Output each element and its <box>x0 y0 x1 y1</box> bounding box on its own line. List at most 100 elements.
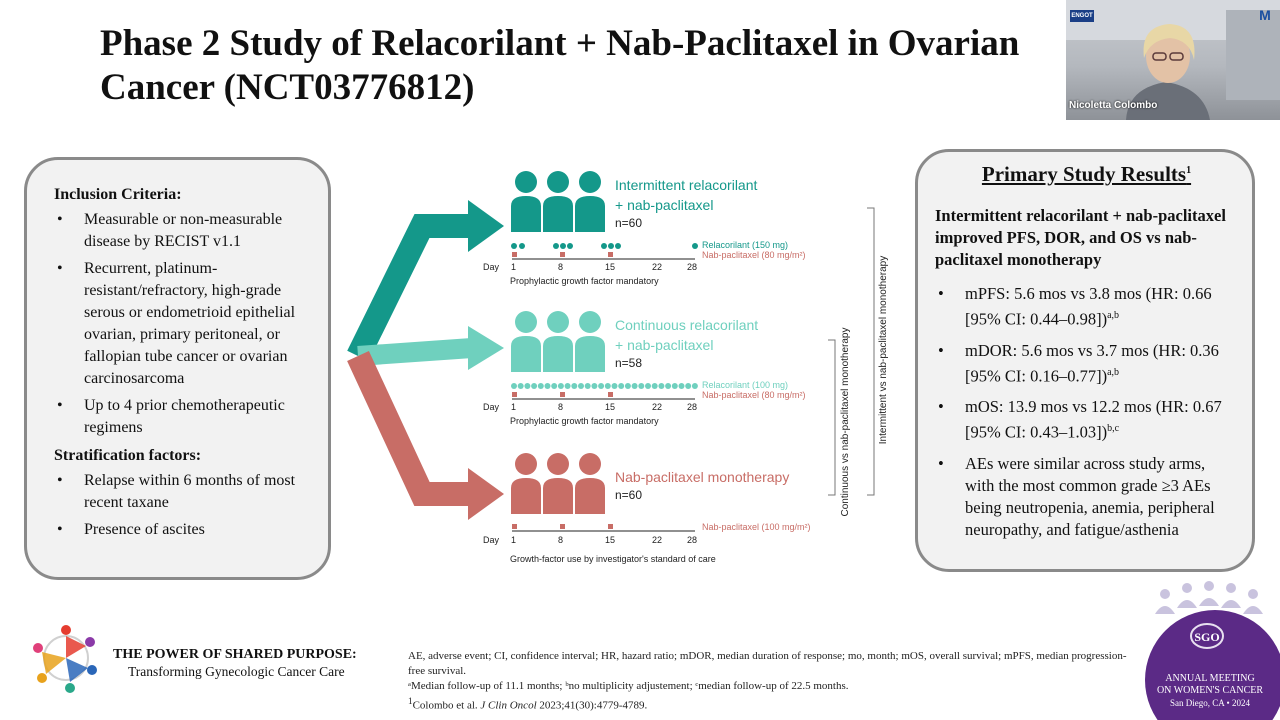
brand-tagline: THE POWER OF SHARED PURPOSE: <box>113 647 357 662</box>
results-title: Primary Study Results1 <box>935 162 1238 187</box>
list-item: mOS: 13.9 mos vs 12.2 mos (HR: 0.67 [95%… <box>935 396 1238 444</box>
dose-dot <box>531 383 538 389</box>
timeline-days: Day 1 8 15 22 28 <box>483 402 697 412</box>
study-design-diagram: Intermittent relacorilant + nab-paclitax… <box>347 171 889 564</box>
result-text: mOS: 13.9 mos vs 12.2 mos (HR: 0.67 [95%… <box>965 397 1222 442</box>
dose-dot <box>651 383 658 389</box>
speaker-portrait <box>1066 0 1280 120</box>
comparison-inner-label: Continuous vs nab-paclitaxel monotherapy <box>840 328 851 517</box>
dose-label: Relacorilant (100 mg) <box>702 380 788 390</box>
dose-dot <box>511 383 517 389</box>
list-item: Up to 4 prior chemotherapeutic regimens <box>54 395 314 439</box>
result-footnote: a,b <box>1107 366 1120 378</box>
speaker-name: Nicoletta Colombo <box>1069 100 1158 111</box>
dose-dot <box>578 383 584 389</box>
infusion-marks <box>512 524 613 529</box>
day-tick: 15 <box>605 535 615 545</box>
day-label: Day <box>483 262 500 272</box>
dose-dot <box>638 383 645 389</box>
sgo-wordmark: SGO <box>1194 630 1219 644</box>
dose-dot <box>571 383 578 389</box>
reference-details: 2023;41(30):4779-4789. <box>536 699 648 712</box>
arm-monotherapy: Nab-paclitaxel monotherapy n=60 Nab-pacl… <box>483 453 811 564</box>
infusion-marks <box>512 252 613 257</box>
day-tick: 8 <box>558 402 563 412</box>
results-list: mPFS: 5.6 mos vs 3.8 mos (HR: 0.66 [95% … <box>935 283 1238 541</box>
dose-dot <box>678 383 685 389</box>
arm-label: Nab-paclitaxel monotherapy <box>615 469 789 485</box>
patients-icon <box>511 453 605 514</box>
arm-note: Prophylactic growth factor mandatory <box>510 416 659 426</box>
patients-icon <box>511 311 605 372</box>
dose-dot <box>604 383 611 389</box>
sgo-line2: ON WOMEN'S CANCER <box>1157 685 1263 696</box>
arm-continuous: Continuous relacorilant + nab-paclitaxel… <box>483 311 806 426</box>
arm-n: n=60 <box>615 488 642 502</box>
footnote-a: ᵃMedian follow-up of 11.1 months; ᵇno mu… <box>408 680 849 692</box>
slide-title: Phase 2 Study of Relacorilant + Nab-Pacl… <box>100 22 1080 110</box>
dose-dot <box>645 383 651 389</box>
dose-dot <box>598 383 605 389</box>
day-tick: 15 <box>605 262 615 272</box>
comparison-outer-label: Intermittent vs nab-paclitaxel monothera… <box>878 256 889 444</box>
dose-dot <box>611 383 618 389</box>
dose-label: Nab-paclitaxel (80 mg/m²) <box>702 390 806 400</box>
title-line-1: Phase 2 Study of Relacorilant + Nab-Pacl… <box>100 23 1020 64</box>
infusion-marks <box>512 392 613 397</box>
day-tick: 8 <box>558 535 563 545</box>
dose-dot <box>618 383 625 389</box>
inclusion-heading: Inclusion Criteria: <box>54 186 182 203</box>
engot-badge: ENGOT <box>1070 10 1094 22</box>
title-line-2: Cancer (NCT03776812) <box>100 67 475 108</box>
list-item: Recurrent, platinum-resistant/refractory… <box>54 258 314 390</box>
day-label: Day <box>483 402 500 412</box>
results-title-ref: 1 <box>1186 165 1192 176</box>
result-text: mPFS: 5.6 mos vs 3.8 mos (HR: 0.66 [95% … <box>965 284 1212 329</box>
dose-dot <box>671 383 678 389</box>
list-item: mDOR: 5.6 mos vs 3.7 mos (HR: 0.36 [95% … <box>935 340 1238 388</box>
list-item: Presence of ascites <box>54 519 314 541</box>
list-item: Relapse within 6 months of most recent t… <box>54 470 314 514</box>
arm-label: Intermittent relacorilant <box>615 177 758 193</box>
day-tick: 22 <box>652 262 662 272</box>
brand-subtitle: Transforming Gynecologic Cancer Care <box>128 664 345 679</box>
dosing-dots <box>511 383 698 389</box>
corner-logo: M <box>1259 7 1271 23</box>
day-tick: 28 <box>687 535 697 545</box>
arm-intermittent: Intermittent relacorilant + nab-paclitax… <box>483 171 806 286</box>
result-text: mDOR: 5.6 mos vs 3.7 mos (HR: 0.36 [95% … <box>965 340 1219 386</box>
day-tick: 1 <box>511 402 516 412</box>
timeline-days: Day 1 8 15 22 28 <box>483 262 697 272</box>
day-tick: 1 <box>511 262 516 272</box>
arm-n: n=58 <box>615 356 642 370</box>
arm-label: + nab-paclitaxel <box>615 197 713 213</box>
list-item: mPFS: 5.6 mos vs 3.8 mos (HR: 0.66 [95% … <box>935 283 1238 331</box>
dose-label: Nab-paclitaxel (80 mg/m²) <box>702 250 806 260</box>
dose-dot <box>564 383 571 389</box>
day-tick: 22 <box>652 402 662 412</box>
reference-number: 1 <box>408 696 413 706</box>
result-footnote: a,b <box>1107 310 1120 321</box>
dose-dot <box>524 383 531 389</box>
dose-dot <box>557 383 564 389</box>
sgo-meeting-logo: SGO ANNUAL MEETING ON WOMEN'S CANCER San… <box>1145 581 1280 720</box>
inclusion-panel: Inclusion Criteria: Measurable or non-me… <box>24 157 331 580</box>
dose-dot <box>685 383 692 389</box>
day-tick: 22 <box>652 535 662 545</box>
reference-journal: J Clin Oncol <box>480 699 537 712</box>
list-item: AEs were similar across study arms, with… <box>935 453 1238 541</box>
randomization-arrows <box>347 200 504 520</box>
dose-dot <box>631 383 638 389</box>
dose-dot <box>591 383 598 389</box>
inclusion-list: Measurable or non-measurable disease by … <box>54 209 314 439</box>
speaker-video[interactable]: ENGOT M Nicoletta Colombo <box>1066 0 1280 120</box>
day-tick: 8 <box>558 262 563 272</box>
day-label: Day <box>483 535 500 545</box>
people-silhouettes-icon <box>1155 581 1263 614</box>
sgo-line3: San Diego, CA • 2024 <box>1170 698 1250 708</box>
dosing-dots <box>511 243 698 249</box>
dose-dot <box>624 383 631 389</box>
dose-label: Nab-paclitaxel (100 mg/m²) <box>702 522 811 532</box>
arm-note: Growth-factor use by investigator's stan… <box>510 554 716 564</box>
results-lead: Intermittent relacorilant + nab-paclitax… <box>935 206 1226 269</box>
